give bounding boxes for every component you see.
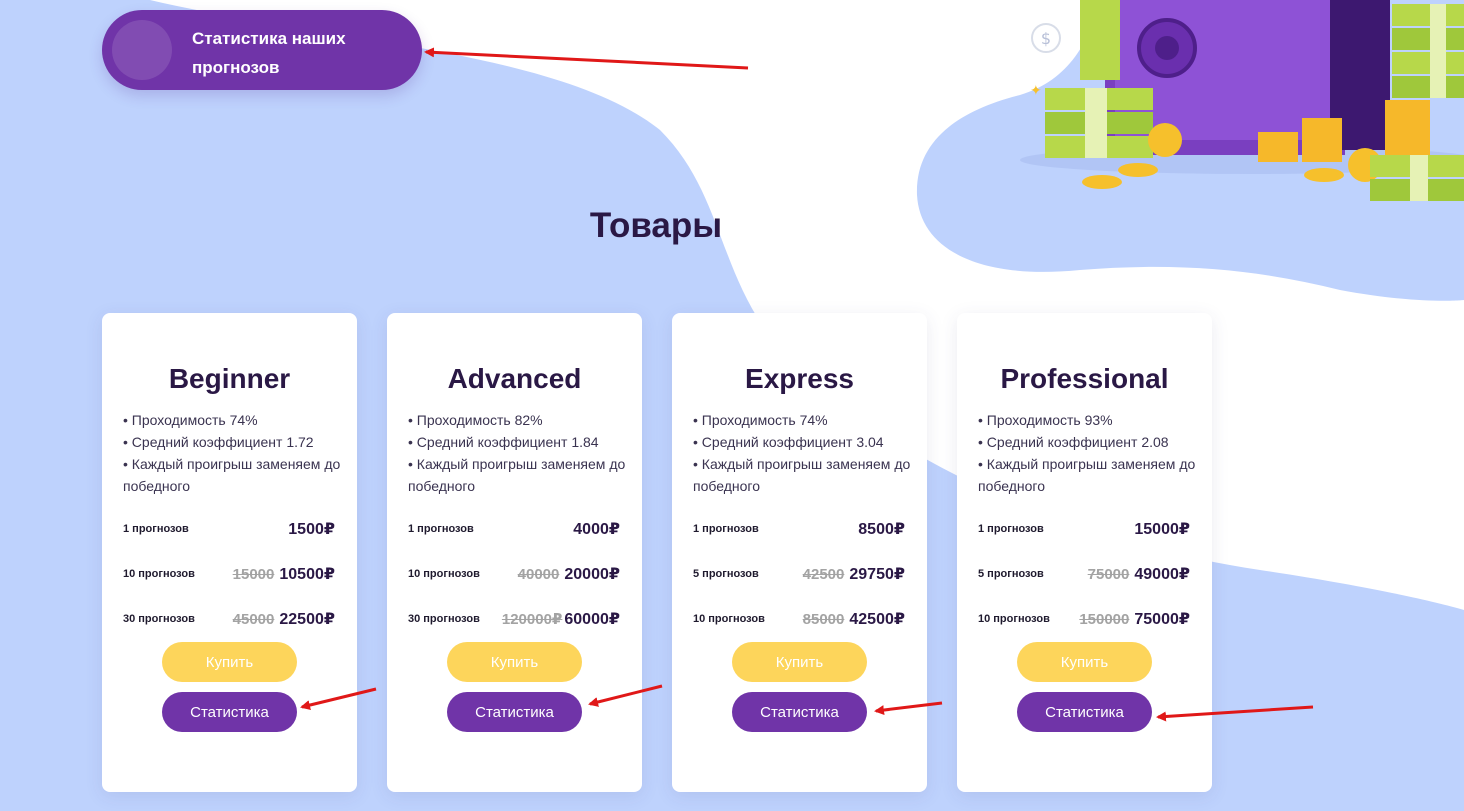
new-price: 20000₽ — [564, 566, 620, 583]
new-price: 60000₽ — [564, 611, 620, 628]
buy-button[interactable]: Купить — [162, 642, 297, 682]
new-price: 1500₽ — [288, 521, 335, 538]
price-row: 1 прогнозов 8500₽ — [693, 518, 905, 540]
price-values: 45000 22500₽ — [233, 609, 335, 629]
card-title: Professional — [1000, 363, 1169, 394]
old-price: 45000 — [232, 610, 275, 628]
product-card-express: Express • Проходимость 74% • Средний коэ… — [672, 313, 927, 792]
price-quantity: 5 прогнозов — [978, 568, 1044, 580]
stats-button[interactable]: Статистика — [447, 692, 582, 732]
section-title: Товары — [589, 206, 723, 245]
feature-list: • Проходимость 74% • Средний коэффициент… — [123, 409, 343, 497]
svg-text:✦: ✦ — [1030, 83, 1042, 99]
feature-item: • Средний коэффициент 1.72 — [123, 434, 314, 450]
price-quantity: 5 прогнозов — [693, 568, 759, 580]
feature-item: • Средний коэффициент 1.84 — [408, 434, 599, 450]
product-card-beginner: Beginner • Проходимость 74% • Средний ко… — [102, 313, 357, 792]
new-price: 10500₽ — [279, 566, 335, 583]
card-title: Express — [745, 363, 854, 394]
price-values: 4000₽ — [568, 519, 620, 539]
price-quantity: 1 прогнозов — [978, 523, 1044, 535]
new-price: 49000₽ — [1134, 566, 1190, 583]
feature-list: • Проходимость 93% • Средний коэффициент… — [978, 409, 1198, 497]
feature-list: • Проходимость 82% • Средний коэффициент… — [408, 409, 628, 497]
safe-illustration: $ ✦ — [1020, 0, 1464, 201]
feature-item: • Проходимость 93% — [978, 412, 1113, 428]
pill-decor-circle — [112, 20, 172, 80]
buy-button[interactable]: Купить — [1017, 642, 1152, 682]
feature-item: • Каждый проигрыш заменяем до победного — [978, 456, 1196, 494]
price-row: 10 прогнозов 85000 42500₽ — [693, 608, 905, 630]
new-price: 29750₽ — [849, 566, 905, 583]
feature-item: • Средний коэффициент 3.04 — [693, 434, 884, 450]
feature-item: • Проходимость 74% — [123, 412, 258, 428]
price-row: 30 прогнозов 120000₽ 60000₽ — [408, 608, 620, 630]
price-quantity: 1 прогнозов — [408, 523, 474, 535]
buy-button[interactable]: Купить — [447, 642, 582, 682]
stats-pill-button[interactable]: Статистика наших прогнозов — [102, 10, 422, 90]
price-quantity: 30 прогнозов — [408, 613, 480, 625]
feature-list: • Проходимость 74% • Средний коэффициент… — [693, 409, 913, 497]
price-quantity: 10 прогнозов — [408, 568, 480, 580]
feature-item: • Средний коэффициент 2.08 — [978, 434, 1169, 450]
feature-item: • Проходимость 82% — [408, 412, 543, 428]
dollar-coin-icon: $ — [1031, 23, 1061, 53]
old-price: 120000₽ — [501, 611, 563, 628]
price-row: 1 прогнозов 1500₽ — [123, 518, 335, 540]
old-price: 15000 — [232, 565, 275, 583]
price-row: 30 прогнозов 45000 22500₽ — [123, 608, 335, 630]
stats-button[interactable]: Статистика — [162, 692, 297, 732]
product-card-professional: Professional • Проходимость 93% • Средни… — [957, 313, 1212, 792]
price-quantity: 30 прогнозов — [123, 613, 195, 625]
price-row: 1 прогнозов 4000₽ — [408, 518, 620, 540]
price-quantity: 10 прогнозов — [978, 613, 1050, 625]
price-values: 15000₽ — [1129, 519, 1190, 539]
new-price: 42500₽ — [849, 611, 905, 628]
price-values: 150000 75000₽ — [1079, 609, 1190, 629]
price-values: 8500₽ — [853, 519, 905, 539]
new-price: 8500₽ — [858, 521, 905, 538]
card-title: Advanced — [447, 363, 582, 394]
price-values: 40000 20000₽ — [518, 564, 620, 584]
old-price: 42500 — [802, 565, 845, 583]
feature-item: • Проходимость 74% — [693, 412, 828, 428]
price-values: 75000 49000₽ — [1088, 564, 1190, 584]
price-row: 1 прогнозов 15000₽ — [978, 518, 1190, 540]
stats-pill-label: Статистика наших прогнозов — [192, 29, 346, 77]
feature-item: • Каждый проигрыш заменяем до победного — [123, 456, 341, 494]
old-price: 75000 — [1087, 565, 1130, 583]
new-price: 75000₽ — [1134, 611, 1190, 628]
feature-item: • Каждый проигрыш заменяем до победного — [693, 456, 911, 494]
price-quantity: 10 прогнозов — [123, 568, 195, 580]
stats-button[interactable]: Статистика — [732, 692, 867, 732]
price-values: 15000 10500₽ — [233, 564, 335, 584]
new-price: 22500₽ — [279, 611, 335, 628]
price-values: 42500 29750₽ — [803, 564, 905, 584]
new-price: 15000₽ — [1134, 521, 1190, 538]
price-quantity: 1 прогнозов — [123, 523, 189, 535]
price-row: 10 прогнозов 40000 20000₽ — [408, 563, 620, 585]
price-row: 5 прогнозов 42500 29750₽ — [693, 563, 905, 585]
new-price: 4000₽ — [573, 521, 620, 538]
stats-button[interactable]: Статистика — [1017, 692, 1152, 732]
price-quantity: 1 прогнозов — [693, 523, 759, 535]
card-title: Beginner — [168, 363, 291, 394]
old-price: 40000 — [517, 565, 560, 583]
feature-item: • Каждый проигрыш заменяем до победного — [408, 456, 626, 494]
price-row: 10 прогнозов 15000 10500₽ — [123, 563, 335, 585]
price-values: 85000 42500₽ — [803, 609, 905, 629]
price-row: 10 прогнозов 150000 75000₽ — [978, 608, 1190, 630]
buy-button[interactable]: Купить — [732, 642, 867, 682]
old-price: 150000 — [1079, 610, 1130, 628]
price-row: 5 прогнозов 75000 49000₽ — [978, 563, 1190, 585]
old-price: 85000 — [802, 610, 845, 628]
svg-text:$: $ — [1041, 29, 1051, 48]
product-card-advanced: Advanced • Проходимость 82% • Средний ко… — [387, 313, 642, 792]
price-values: 120000₽ 60000₽ — [502, 609, 620, 629]
price-values: 1500₽ — [283, 519, 335, 539]
price-quantity: 10 прогнозов — [693, 613, 765, 625]
